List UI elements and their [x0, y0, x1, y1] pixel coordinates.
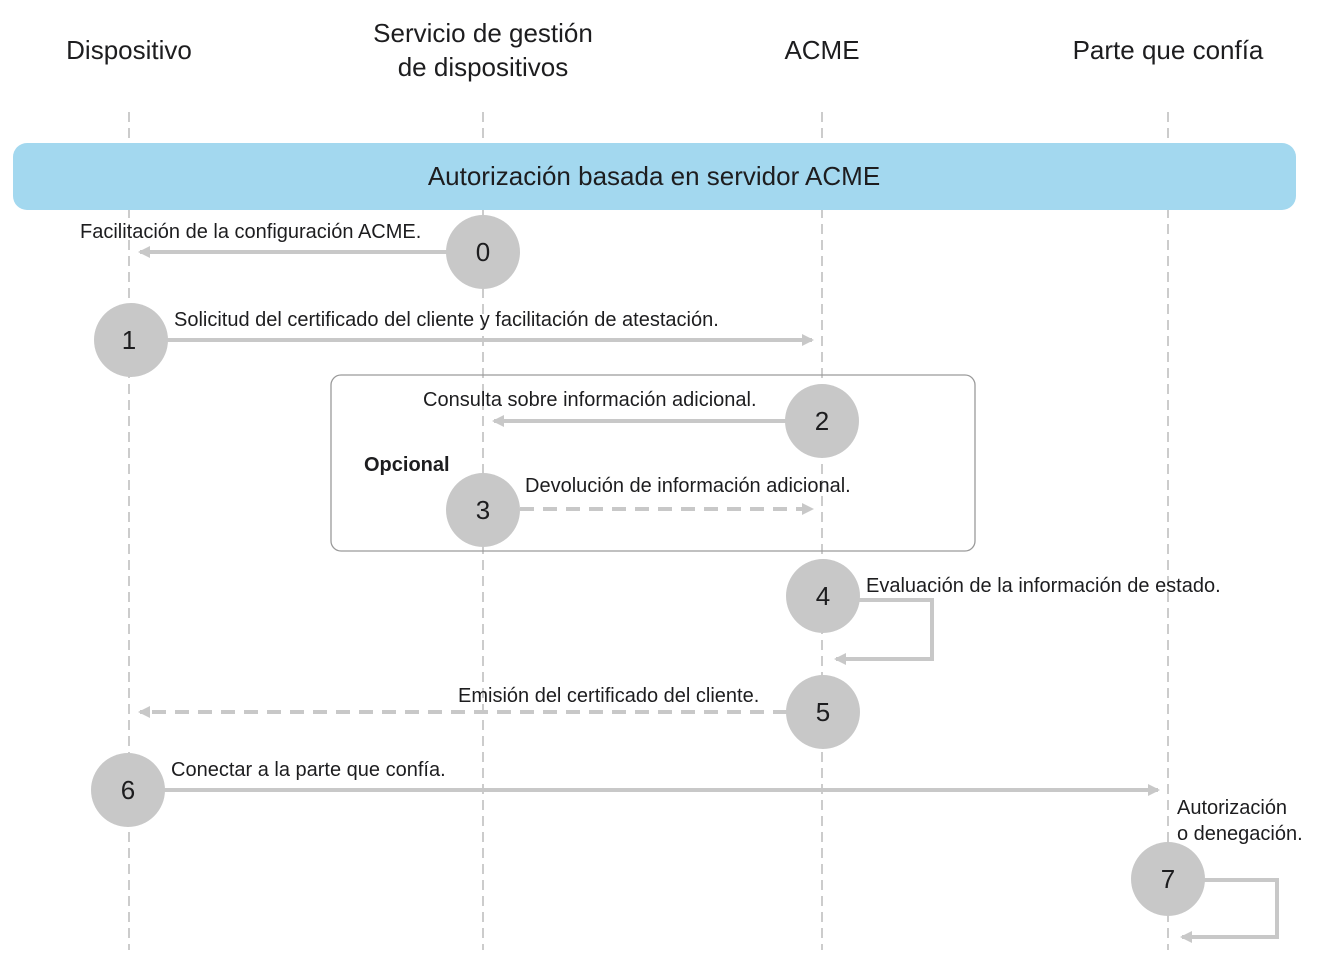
optional-group-box	[330, 374, 976, 552]
step-circle-2	[785, 384, 859, 458]
step-number-3: 3	[476, 495, 490, 525]
message-step-6: Conectar a la parte que confía.	[171, 759, 446, 781]
message-step-2: Consulta sobre información adicional.	[423, 389, 757, 411]
actor-label-device: Dispositivo	[66, 35, 192, 65]
step-number-6: 6	[121, 775, 135, 805]
step-circle-6	[91, 753, 165, 827]
step-circle-1	[94, 303, 168, 377]
arrow-step-4	[834, 598, 934, 665]
actor-label-relying-party: Parte que confía	[1073, 35, 1264, 65]
step-circle-4	[786, 559, 860, 633]
message-step-1: Solicitud del certificado del cliente y …	[174, 309, 719, 331]
message-step-3: Devolución de información adicional.	[525, 475, 851, 497]
banner	[13, 143, 1296, 210]
step-number-1: 1	[122, 325, 136, 355]
step-number-0: 0	[476, 237, 490, 267]
step-circle-7	[1131, 842, 1205, 916]
step-number-5: 5	[816, 697, 830, 727]
actor-label-mdm-line2: de dispositivos	[398, 52, 569, 82]
message-step-0: Facilitación de la configuración ACME.	[80, 221, 421, 243]
message-step-4: Evaluación de la información de estado.	[866, 575, 1221, 597]
arrow-step-7	[1180, 878, 1279, 943]
step-circle-5	[786, 675, 860, 749]
message-step-7-line2: o denegación.	[1177, 823, 1303, 845]
step-circle-0	[446, 215, 520, 289]
step-circle-3	[446, 473, 520, 547]
message-step-5: Emisión del certificado del cliente.	[458, 685, 759, 707]
optional-group-label: Opcional	[364, 454, 450, 476]
step-number-2: 2	[815, 406, 829, 436]
step-number-7: 7	[1161, 864, 1175, 894]
actor-label-acme: ACME	[784, 35, 859, 65]
step-number-4: 4	[816, 581, 830, 611]
message-step-7-line1: Autorización	[1177, 797, 1287, 819]
banner-title: Autorización basada en servidor ACME	[428, 161, 880, 191]
actor-label-mdm-line1: Servicio de gestión	[373, 18, 593, 48]
